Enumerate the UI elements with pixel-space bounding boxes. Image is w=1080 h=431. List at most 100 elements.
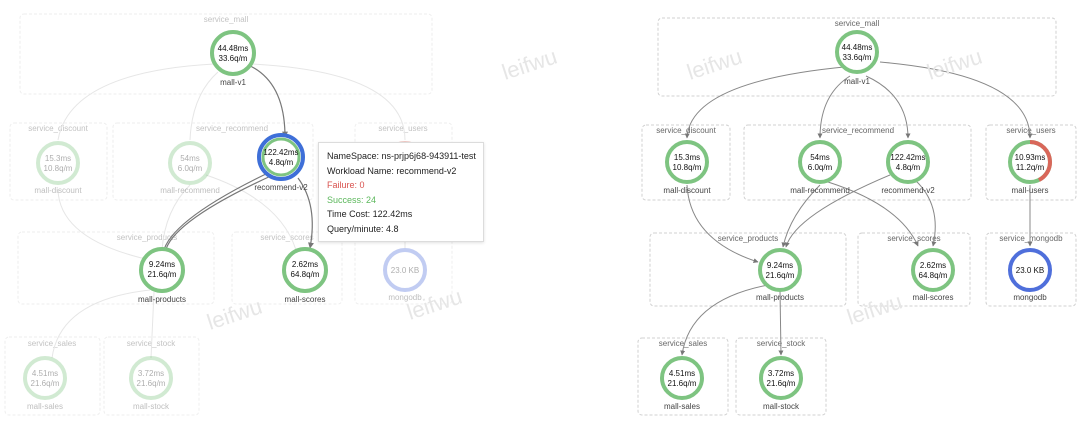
node-label: recommend-v2	[881, 186, 935, 195]
node-label: mall-sales	[664, 402, 700, 411]
node-mall-scores[interactable]	[911, 248, 955, 292]
edge-products-to-stock	[778, 289, 784, 356]
edge-recommend-v2-to-scores	[297, 177, 314, 249]
group-service-products	[17, 231, 215, 305]
node-recommend-v2-selected[interactable]	[257, 133, 305, 181]
node-mall-users-failure-arc	[1029, 140, 1053, 182]
node-qpm: 4.8q/m	[269, 158, 294, 167]
node-time: 2.62ms	[920, 261, 946, 270]
node-label: mall-sales	[27, 402, 63, 411]
node-mall-discount[interactable]	[36, 141, 80, 185]
edge-faded	[189, 71, 219, 141]
tooltip-failure: Failure: 0	[327, 180, 365, 191]
node-time: 15.3ms	[45, 154, 71, 163]
node-label: mongodb	[388, 293, 422, 302]
group-service-recommend	[112, 122, 314, 201]
highlighted-edges	[161, 63, 314, 254]
group-service-products	[649, 232, 847, 307]
edge-mall-v1-to-discount	[684, 66, 845, 139]
node-mall-recommend[interactable]	[168, 141, 212, 185]
group-label-mongodb: service_mongodb	[999, 234, 1063, 243]
node-time: 10.93ms	[1015, 153, 1046, 162]
edge-faded	[150, 291, 155, 359]
edge-recommend-v2-to-scores	[914, 179, 937, 247]
node-label: mall-products	[138, 295, 186, 304]
node-time: 54ms	[180, 154, 200, 163]
watermark: leifwu	[499, 44, 560, 85]
edge-products-to-sales	[680, 284, 769, 356]
node-mall-discount[interactable]	[665, 140, 709, 184]
node-mall-recommend[interactable]	[798, 140, 842, 184]
node-time: 122.42ms	[263, 148, 298, 157]
node-mongodb[interactable]	[383, 248, 427, 292]
node-qpm: 21.6q/m	[148, 270, 177, 279]
node-label: mall-discount	[663, 186, 711, 195]
group-label-discount: service_discount	[656, 126, 716, 135]
node-time: 122.42ms	[890, 153, 925, 162]
faded-groups	[4, 13, 453, 416]
node-label: mall-users	[1012, 186, 1049, 195]
node-time: 23.0 KB	[391, 266, 419, 275]
group-label-recommend: service_recommend	[196, 124, 268, 133]
topology-panel-right: service_mall service_discount service_re…	[630, 0, 1080, 431]
topology-graph-right: service_mall service_discount service_re…	[637, 17, 1077, 416]
active-nodes: 44.48ms 33.6q/m mall-v1 122.42ms 4.8q/m …	[138, 30, 328, 304]
node-mall-sales[interactable]	[660, 356, 704, 400]
edges	[680, 61, 1033, 356]
node-label: mall-products	[756, 293, 804, 302]
group-service-sales	[637, 337, 729, 416]
tooltip-success: Success: 24	[327, 194, 377, 205]
edge-faded	[205, 174, 297, 251]
group-label-recommend: service_recommend	[822, 126, 894, 135]
edge-faded	[161, 184, 191, 251]
node-time: 9.24ms	[767, 261, 793, 270]
node-time: 54ms	[810, 153, 830, 162]
node-mall-stock[interactable]	[759, 356, 803, 400]
faded-edges	[51, 63, 406, 359]
node-label: mall-discount	[34, 186, 82, 195]
group-service-mall	[657, 17, 1057, 97]
node-mall-v1[interactable]	[210, 30, 256, 76]
group-label-stock: service_stock	[757, 339, 806, 348]
nodes: 44.48ms 33.6q/m mall-v1 15.3ms 10.8q/m m…	[660, 30, 1053, 411]
node-label: recommend-v2	[254, 183, 308, 192]
edge-faded	[57, 189, 151, 261]
node-time: 2.62ms	[292, 260, 318, 269]
node-mall-scores[interactable]	[282, 247, 328, 293]
edge-recommend-to-products	[781, 184, 821, 248]
watermark: leifwu	[684, 44, 745, 85]
node-time: 4.51ms	[669, 369, 695, 378]
edge-recommend-v2-to-products-2	[164, 174, 274, 254]
group-service-stock	[103, 336, 200, 416]
group-service-mongodb	[985, 232, 1077, 307]
group-service-discount	[641, 124, 731, 201]
node-time: 3.72ms	[768, 369, 794, 378]
node-label: mall-recommend	[160, 186, 220, 195]
node-qpm: 64.8q/m	[291, 270, 320, 279]
node-mongodb[interactable]	[1008, 248, 1052, 292]
topology-panel-left: service_mall service_discount service_re…	[4, 13, 560, 416]
edge-faded	[51, 289, 151, 359]
node-time: 3.72ms	[138, 369, 164, 378]
node-recommend-v2-inner-ring	[261, 137, 301, 177]
node-qpm: 6.0q/m	[178, 164, 203, 173]
node-qpm: 10.8q/m	[44, 164, 73, 173]
node-mall-sales[interactable]	[23, 356, 67, 400]
group-service-scores	[231, 231, 343, 305]
edge-mall-v1-to-recommend-v2	[245, 63, 288, 138]
node-label: mall-v1	[220, 78, 246, 87]
node-recommend-v2[interactable]	[886, 140, 930, 184]
group-label-discount: service_discount	[28, 124, 88, 133]
node-qpm: 21.6q/m	[137, 379, 166, 388]
node-mall-v1[interactable]	[835, 30, 879, 74]
node-mall-stock[interactable]	[129, 356, 173, 400]
tooltip-qpm: Query/minute: 4.8	[327, 223, 399, 234]
node-time: 9.24ms	[149, 260, 175, 269]
node-qpm: 33.6q/m	[219, 54, 248, 63]
node-time: 4.51ms	[32, 369, 58, 378]
tooltip-workload: Workload Name: recommend-v2	[327, 165, 457, 176]
node-mall-products[interactable]	[758, 248, 802, 292]
group-label-sales: service_sales	[659, 339, 707, 348]
group-service-mongodb	[354, 231, 453, 305]
node-mall-products[interactable]	[139, 247, 185, 293]
